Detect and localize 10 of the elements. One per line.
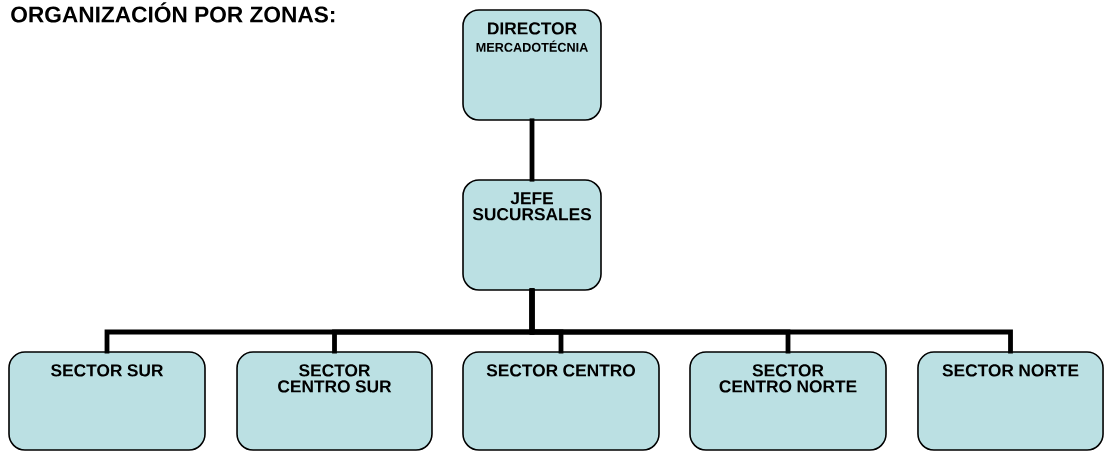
title: ORGANIZACIÓN POR ZONAS: [11,2,335,23]
org-box: SECTOR SUR [8,351,206,451]
org-box: SECTOR CENTRO NORTE [689,351,887,451]
connector-line [529,118,535,182]
org-box: SECTOR CENTRO SUR [236,351,433,451]
org-box: SECTOR CENTRO [462,351,660,451]
org-box: DIRECTOR MERCADOTÉCNIA [462,9,602,121]
connector-line [529,288,1013,354]
org-box: JEFE SUCURSALES [462,179,602,291]
org-box: SECTOR NORTE [917,351,1104,451]
